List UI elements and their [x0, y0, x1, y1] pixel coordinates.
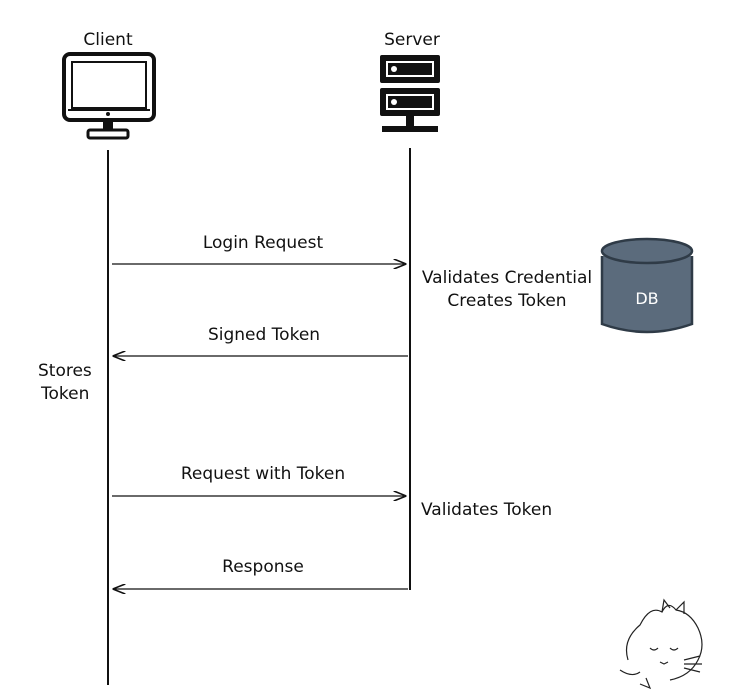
sleeping-cat-doodle-icon — [619, 598, 703, 690]
server-validate-note: Validates Credential Creates Token — [422, 267, 592, 313]
database-cylinder-icon — [600, 237, 694, 334]
message-label: Login Request — [202, 233, 324, 253]
server-label: Server — [384, 30, 440, 50]
client-label: Client — [83, 30, 133, 50]
server-validate-token-note: Validates Token — [421, 500, 553, 520]
note-line: Token — [41, 384, 90, 404]
message-label: Request with Token — [180, 464, 346, 484]
client-store-note: Stores Token — [38, 360, 92, 406]
database-label: DB — [635, 289, 659, 308]
message-label: Signed Token — [207, 325, 321, 345]
server-rack-icon — [380, 55, 440, 132]
monitor-icon — [62, 52, 156, 140]
note-line: Creates Token — [447, 291, 567, 311]
note-line: Stores — [38, 361, 92, 381]
note-line: Validates Credential — [421, 268, 593, 288]
message-label: Response — [222, 557, 304, 577]
